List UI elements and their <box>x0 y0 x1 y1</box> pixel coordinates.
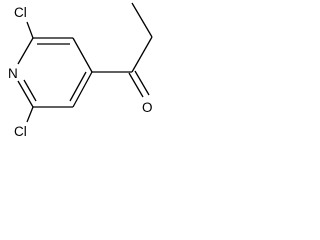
bond-n1-c2 <box>17 37 34 65</box>
chemical-structure-diagram: Cl N Cl O <box>8 2 153 139</box>
bond-inner-c6-n1 <box>23 79 37 102</box>
bond-carbonyl-o-2 <box>134 70 150 96</box>
atom-label-cl-bottom: Cl <box>14 124 27 139</box>
bond-inner-c4-c5 <box>69 71 87 102</box>
atom-label-cl-top: Cl <box>14 5 27 20</box>
bond-carbonyl-o-1 <box>128 72 144 98</box>
bond-ch2-ch3 <box>131 2 153 38</box>
bond-c6-cl <box>26 106 34 123</box>
bond-c6-n1 <box>17 80 34 108</box>
bond-c2-cl <box>26 21 34 39</box>
atom-label-o: O <box>142 100 153 115</box>
atom-label-n: N <box>8 66 18 81</box>
bond-carbonyl-ch2 <box>131 36 153 73</box>
bond-c3-c4 <box>72 37 93 73</box>
bond-c4-c5 <box>72 71 93 108</box>
